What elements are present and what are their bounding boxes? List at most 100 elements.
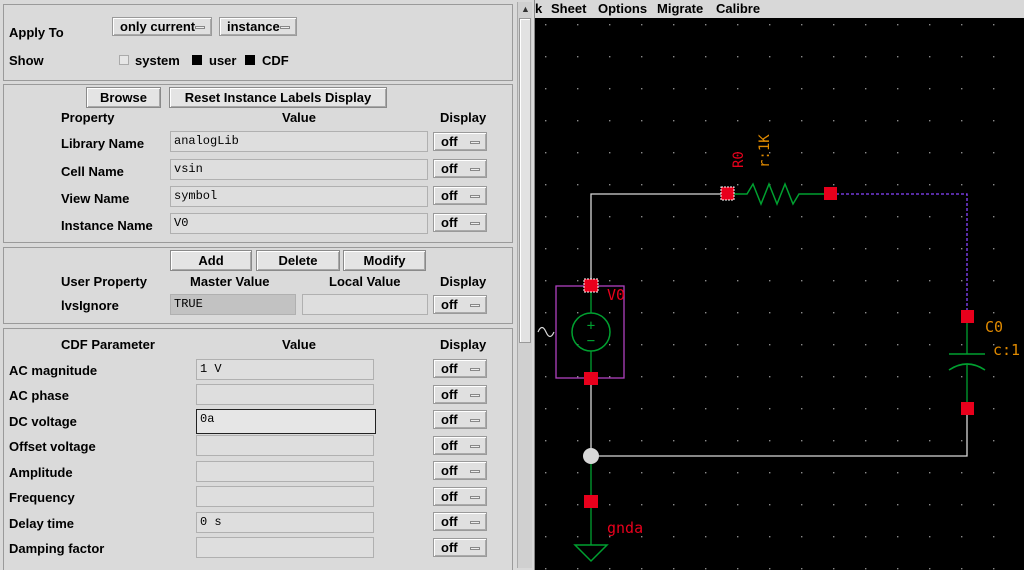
dropdown-indicator-icon [470,496,480,499]
delay-time-display-select[interactable]: off [433,512,487,531]
grid-dot [801,472,803,474]
grid-dot [545,120,547,122]
cell-name-display-select[interactable]: off [433,159,487,178]
grid-dot [897,312,899,314]
grid-dot [961,56,963,58]
frequency-display-select[interactable]: off [433,487,487,506]
delete-button[interactable]: Delete [256,250,340,271]
grid-dot [769,216,771,218]
grid-dot [929,504,931,506]
amplitude-display-select[interactable]: off [433,461,487,480]
offset-voltage-display-select[interactable]: off [433,436,487,455]
add-button[interactable]: Add [170,250,252,271]
grid-dot [673,344,675,346]
instance-name-display-select[interactable]: off [433,213,487,232]
menu-item-sheet[interactable]: Sheet [551,1,587,16]
reset-labels-button[interactable]: Reset Instance Labels Display [169,87,387,108]
view-name-field[interactable]: symbol [170,186,428,207]
grid-dot [577,472,579,474]
grid-dot [929,56,931,58]
grid-dot [577,280,579,282]
dc-voltage-display-select[interactable]: off [433,410,487,429]
grid-dot [545,440,547,442]
grid-dot [769,120,771,122]
local-value-header: Local Value [329,274,401,289]
capacitor-pin-top[interactable] [961,310,974,323]
grid-dot [545,344,547,346]
grid-dot [929,472,931,474]
grid-dot [833,568,835,570]
cdf-checkbox[interactable] [245,55,255,65]
menu-item-options[interactable]: Options [598,1,648,16]
resistor-pin-left[interactable] [720,186,735,201]
instance-name-field[interactable]: V0 [170,213,428,234]
ground-pin[interactable] [584,495,598,508]
grid-dot [609,344,611,346]
apply-scope-select[interactable]: only current [112,17,212,36]
grid-dot [929,408,931,410]
grid-dot [961,248,963,250]
grid-dot [865,344,867,346]
library-name-display-select[interactable]: off [433,132,487,151]
grid-dot [801,216,803,218]
grid-dot [673,88,675,90]
grid-dot [801,536,803,538]
source-pin-bottom[interactable] [584,372,598,385]
amplitude-field[interactable] [196,461,374,482]
offset-voltage-field[interactable] [196,435,374,456]
damping-factor-field[interactable] [196,537,374,558]
source-pin-top[interactable] [583,278,599,293]
ground-symbol-icon[interactable] [573,544,609,563]
browse-button[interactable]: Browse [86,87,161,108]
system-checkbox[interactable] [119,55,129,65]
cell-name-field[interactable]: vsin [170,159,428,180]
grid-dot [545,248,547,250]
grid-dot [961,280,963,282]
menu-item-truncated[interactable]: k [535,1,543,16]
grid-dot [673,280,675,282]
display-value: off [441,438,458,453]
schematic-drawing: R0 r:1K + − V0 C0 c:1 gnda [537,24,1020,570]
grid-dot [673,312,675,314]
wire-bottom[interactable] [590,378,968,457]
grid-dot [833,24,835,26]
scrollbar-thumb[interactable] [519,18,531,343]
grid-dot [545,56,547,58]
edit-properties-form: Apply To only current instance Show syst… [3,0,535,570]
user-checkbox[interactable] [192,55,202,65]
lvsignore-master-field: TRUE [170,294,296,315]
ac-phase-display-select[interactable]: off [433,385,487,404]
frequency-field[interactable] [196,486,374,507]
wire-top-right-dashed[interactable] [836,193,968,316]
resistor-pin-right[interactable] [824,187,837,200]
grid-dot [833,216,835,218]
ac-magnitude-field[interactable]: 1 V [196,359,374,380]
delay-time-field[interactable]: 0 s [196,512,374,533]
capacitor-pin-bottom[interactable] [961,402,974,415]
library-name-field[interactable]: analogLib [170,131,428,152]
wire-top-left[interactable] [590,193,721,285]
menu-item-calibre[interactable]: Calibre [716,1,761,16]
grid-dot [833,376,835,378]
view-name-display-select[interactable]: off [433,186,487,205]
modify-button[interactable]: Modify [343,250,426,271]
grid-dot [705,216,707,218]
grid-dot [865,120,867,122]
grid-dot [545,568,547,570]
apply-type-select[interactable]: instance [219,17,297,36]
scroll-up-arrow-icon[interactable]: ▲ [521,4,530,14]
grid-dot [769,312,771,314]
damping-factor-display-select[interactable]: off [433,538,487,557]
ac-magnitude-display-select[interactable]: off [433,359,487,378]
apply-to-label: Apply To [9,25,64,40]
grid-dot [737,344,739,346]
display-value: off [441,540,458,555]
form-scrollbar[interactable]: ▲ [517,2,532,568]
ac-phase-field[interactable] [196,384,374,405]
lvsignore-local-field[interactable] [302,294,428,315]
dc-voltage-field[interactable]: 0a [196,409,376,434]
schematic-canvas[interactable]: R0 r:1K + − V0 C0 c:1 gnda [535,18,1024,570]
menu-item-migrate[interactable]: Migrate [657,1,704,16]
resistor-r0-symbol[interactable] [733,181,825,207]
lvsignore-display-select[interactable]: off [433,295,487,314]
